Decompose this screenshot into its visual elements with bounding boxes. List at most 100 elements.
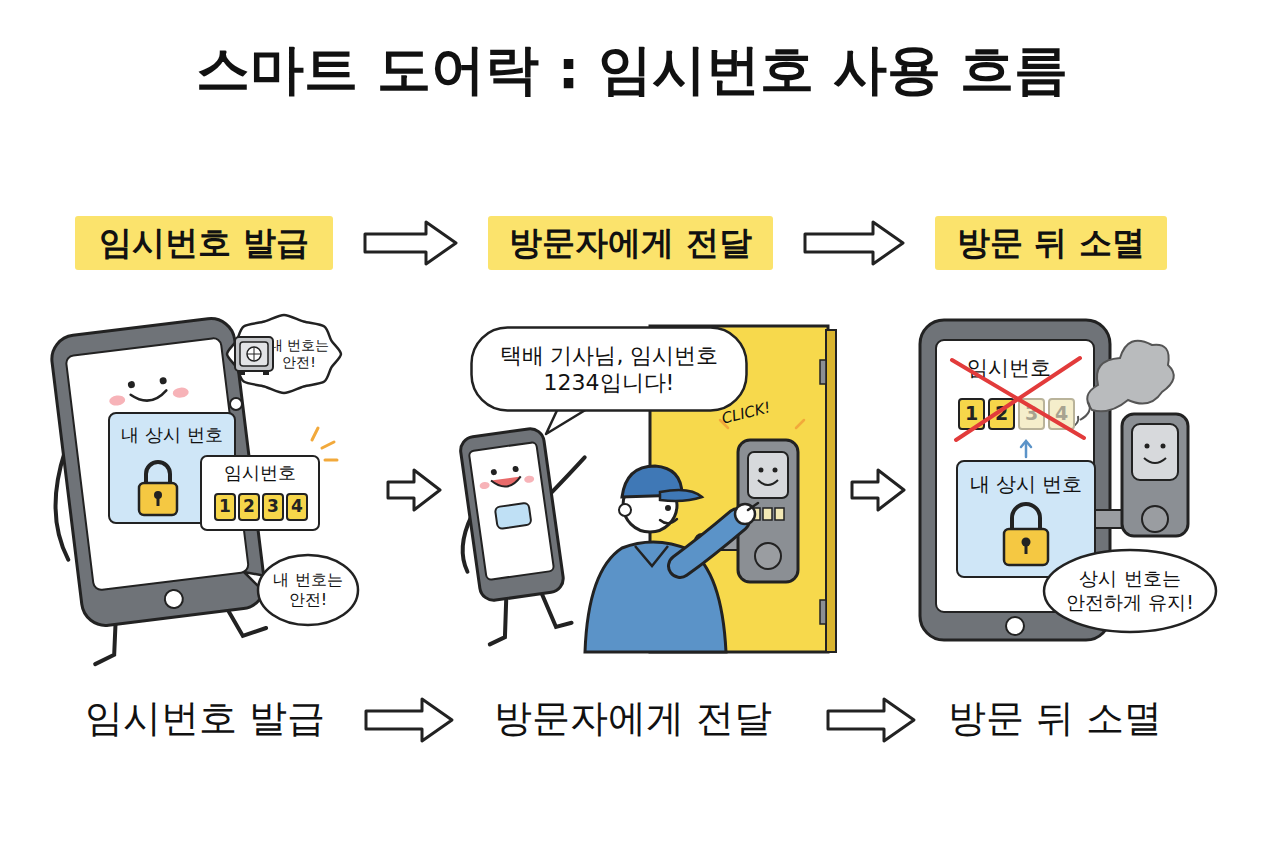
phone-character — [479, 481, 490, 489]
flow-arrow — [805, 222, 903, 264]
courier-person — [680, 520, 738, 566]
courier-person — [635, 546, 668, 566]
phone-character — [491, 476, 522, 488]
lock-icon — [157, 496, 160, 506]
card-title: 임시번호 — [224, 462, 296, 485]
phone-character — [164, 589, 184, 609]
digit-cell: 3 — [262, 493, 284, 521]
door-lock — [759, 468, 764, 473]
digit-text: 3 — [1025, 402, 1038, 426]
step-caption: 임시번호 발급 — [70, 693, 340, 744]
flow-arrow-outline — [828, 699, 914, 741]
digit-cell: 4 — [1048, 398, 1075, 430]
up-arrow — [1021, 441, 1031, 457]
sparkle-mark — [312, 428, 318, 440]
safe-icon — [240, 342, 268, 366]
cancel-cross — [952, 358, 1084, 440]
phone-character — [512, 466, 519, 473]
safe-icon — [235, 337, 273, 375]
door-lock — [1144, 458, 1166, 463]
door-lock — [1142, 506, 1168, 532]
flow-arrow-outline — [366, 699, 452, 741]
bubble-outline — [258, 555, 358, 625]
digit-cell: 2 — [238, 493, 260, 521]
courier-person — [665, 505, 671, 511]
step-box: 방문자에게 전달 — [488, 216, 773, 270]
lock-icon — [139, 462, 177, 515]
phone-character — [127, 381, 135, 389]
bubble-outline — [1044, 550, 1216, 632]
door-lock — [1088, 414, 1188, 536]
phone-character — [484, 597, 513, 645]
digit-cell: 4 — [286, 493, 308, 521]
digit-cell: 3 — [1018, 398, 1045, 430]
courier-person — [585, 466, 758, 652]
vanish-smoke — [1087, 341, 1174, 412]
door-lock — [1145, 444, 1150, 449]
courier-person — [660, 490, 702, 501]
speech-bubble: 내 번호는 안전! — [256, 553, 360, 627]
cancel-cross — [956, 358, 1080, 440]
step-label: 방문자에게 전달 — [509, 222, 752, 263]
sparkle-mark — [325, 459, 337, 462]
digit-cell: 2 — [988, 398, 1015, 430]
lock-icon — [1004, 504, 1048, 565]
phone-character — [172, 387, 189, 399]
safe-icon — [263, 371, 269, 375]
thought-trail — [230, 398, 242, 410]
step-caption: 방문 뒤 소멸 — [920, 693, 1190, 744]
safe-icon — [239, 371, 245, 375]
vanish-smoke — [1080, 402, 1090, 420]
code-title: 내 상시 번호 — [970, 472, 1083, 497]
diagram-title: 스마트 도어락 : 임시번호 사용 흐름 — [0, 34, 1264, 107]
door-lock — [763, 508, 772, 520]
phone-character — [490, 469, 497, 476]
step-box: 임시번호 발급 — [75, 216, 333, 270]
phone-character — [524, 475, 535, 483]
safe-icon — [235, 337, 273, 371]
digit-text: 1 — [965, 402, 978, 426]
phone-character — [459, 427, 565, 602]
phone-screen — [1006, 617, 1024, 635]
cancel-cross — [952, 360, 1084, 438]
digit-text: 1 — [219, 496, 231, 517]
courier-person — [680, 520, 738, 566]
step-box: 방문 뒤 소멸 — [935, 216, 1167, 270]
step-label: 방문 뒤 소멸 — [957, 222, 1145, 263]
lock-icon — [154, 491, 162, 499]
door-lock — [775, 508, 784, 520]
step-caption: 방문자에게 전달 — [483, 693, 783, 744]
digit-cell: 1 — [958, 398, 985, 430]
courier-person — [619, 504, 631, 516]
speech-bubble-outline — [470, 326, 748, 412]
cloud-outline — [227, 315, 341, 393]
lock-icon — [146, 462, 170, 484]
front-door — [820, 600, 826, 624]
digit-text: 3 — [267, 496, 279, 517]
bubble-text: 택배 기사님, 임시번호 1234입니다! — [490, 342, 728, 397]
door-lock — [773, 468, 778, 473]
flow-arrow — [365, 222, 456, 264]
digit-text: 4 — [291, 496, 303, 517]
bubble-text: 상시 번호는 안전하게 유지! — [1063, 567, 1197, 615]
lock-icon — [139, 483, 177, 515]
phone-character — [447, 422, 609, 647]
front-door — [826, 330, 836, 652]
phone-character — [495, 503, 532, 530]
speech-bubble: 상시 번호는 안전하게 유지! — [1042, 548, 1218, 634]
step-label: 임시번호 발급 — [99, 222, 309, 263]
digit-text: 2 — [243, 496, 255, 517]
lock-icon — [1012, 504, 1040, 530]
digit-cell: 1 — [214, 493, 236, 521]
courier-person — [660, 519, 677, 523]
cancelled-title: 임시번호 — [950, 354, 1068, 382]
sparkle-mark — [312, 428, 337, 460]
lock-icon — [1022, 538, 1031, 547]
up-arrow — [1021, 441, 1031, 447]
safe-icon — [247, 347, 261, 361]
speech-bubble: 택배 기사님, 임시번호 1234입니다! — [470, 326, 748, 412]
front-door — [820, 360, 826, 384]
sparkle-mark — [322, 442, 334, 448]
